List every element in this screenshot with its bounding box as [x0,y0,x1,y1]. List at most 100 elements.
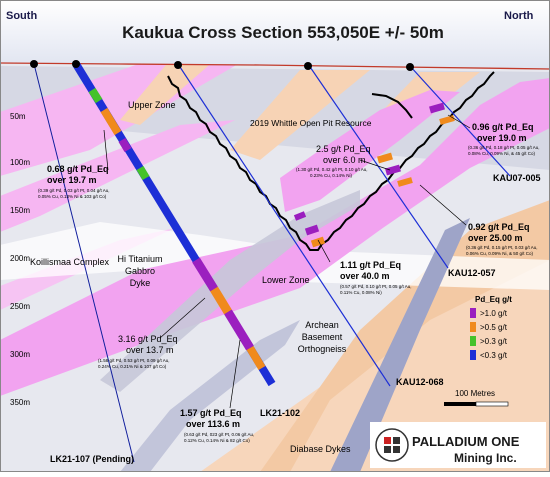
assay-segment [100,107,122,136]
logo-line-2: Mining Inc. [454,451,517,465]
intercept-detail-1: (0.39 g/t Pd, 0.03 g/t Pt, 0.04 g/t Au, [38,188,110,193]
collar-marker [72,60,80,68]
drill-trace-kau12-068 [177,63,391,387]
intercept-width: over 6.0 m [323,155,366,165]
lower-zone-body [0,78,550,396]
open-pit-resource-outline [167,71,495,251]
figure-title: Kaukua Cross Section 553,050E +/- 50m [122,23,444,42]
collar-marker [30,60,38,68]
leader-line [229,339,241,409]
pd-eq-legend: Pd_Eq g/t >1.0 g/t >0.5 g/t >0.3 g/t <0.… [470,295,512,360]
legend-swatch-3 [470,336,476,346]
legend-title: Pd_Eq g/t [475,295,512,304]
archean-label-3: Orthogneiss [298,344,347,354]
intercept-grade: 1.57 g/t Pd_Eq [180,408,242,418]
resource-label: 2019 Whittle Open Pit Resource [250,118,372,128]
intercept-detail-1: (0.57 g/t Pd, 0.10 g/t Pt, 0.05 g/t Au, [340,284,412,289]
intercept-detail-2: 0.11% Cu, 0.08% Ni) [340,290,382,295]
intercept-width: over 19.7 m [47,175,97,185]
koillismaa-label: Koillismaa Complex [30,257,110,267]
hole-label-kau07-005: KAU07-005 [493,173,541,183]
hi-titanium-label-1: Hi Titanium [117,254,162,264]
leader-line [159,297,206,339]
logo-square-icon [393,446,400,453]
intercept-width: over 113.6 m [186,419,240,429]
assay-segment [210,286,232,315]
intercept-detail-2: 0.06% Cu, 0.09% Ni, & 50 g/t Co) [466,251,534,256]
depth-label-100m: 100m [10,158,30,167]
depth-axis: 50m 100m 150m 200m 250m 300m 350m [10,112,30,407]
diabase-label: Diabase Dykes [290,444,351,454]
intercept-0-92: 0.92 g/t Pd_Eq over 25.00 m (0.36 g/t Pd… [466,222,538,256]
upper-zone-label-1: Upper Zone [128,100,176,110]
intercept-detail-2: 0.08% Cu, 0.09% Ni, & 45 g/t Co) [468,151,536,156]
leader-line [317,239,331,263]
assay-tick [310,236,326,248]
diabase-dyke-2 [330,218,470,472]
collar-marker [406,63,414,71]
assay-segment [246,345,266,371]
assay-segment [118,137,132,153]
drill-trace-1 [33,63,135,463]
peach-band-1 [120,63,215,125]
legend-label-1: >1.0 g/t [480,309,508,318]
pit-shell-line [167,71,495,251]
assay-segment [88,87,103,104]
hole-label-lk21-102: LK21-102 [260,408,300,418]
assay-tick [377,152,393,164]
drill-trace-lk21-107 [33,63,135,463]
hole-label-lk21-107: LK21-107 (Pending) [50,454,134,464]
intercept-detail-1: (0.36 g/t Pd, 0.15 g/t Pt, 0.03 g/t Au, [466,245,538,250]
assay-tick [293,211,307,221]
intercept-1-57: 1.57 g/t Pd_Eq over 113.6 m (0.63 g/t Pd… [180,408,254,443]
sky-band [0,0,550,70]
scale-bar: 100 Metres [444,389,509,407]
intercept-width: over 25.00 m [468,233,523,243]
depth-label-150m: 150m [10,206,30,215]
legend-swatch-1 [470,308,476,318]
hole-label-kau12-068: KAU12-068 [396,377,444,387]
intercept-2-5: 2.5 g/t Pd_Eq over 6.0 m (1.30 g/t Pd, 0… [296,144,371,178]
lower-zone-upper-limb [280,90,460,212]
leader-lines [103,114,471,409]
archean-label-2: Basement [302,332,343,342]
intercept-width: over 40.0 m [340,271,390,281]
assay-segment [224,309,254,351]
intercept-width: over 13.7 m [126,345,174,355]
logo-square-icon [393,437,400,444]
leader-line [103,129,109,171]
diabase-dyke-1 [100,190,360,392]
intercept-width: over 19.0 m [477,133,527,143]
upper-zone-lens-2 [0,120,235,232]
assay-tick [429,102,445,114]
intercept-0-96: 0.96 g/t Pd_Eq over 19.0 m (0.36 g/t Pd,… [468,122,540,156]
depth-label-250m: 250m [10,302,30,311]
lower-zone-label: Lower Zone [262,275,310,285]
intercept-0-68: 0.68 g/t Pd_Eq over 19.7 m (0.39 g/t Pd,… [38,164,110,199]
peach-band-2 [230,70,370,160]
legend-swatch-4 [470,350,476,360]
logo-line-1: PALLADIUM ONE [412,434,520,449]
leader-line [447,114,471,129]
legend-label-2: >0.5 g/t [480,323,508,332]
assay-segment [192,257,218,292]
depth-label-300m: 300m [10,350,30,359]
legend-label-4: <0.3 g/t [480,351,508,360]
intercept-detail-2: 0.12% Cu, 0.14% Ni & 82 g/t Co) [184,438,250,443]
assay-ticks [293,102,455,248]
assay-tick [397,177,413,187]
depth-label-200m: 200m [10,254,30,263]
leader-line [359,159,391,171]
intercept-detail-1: (1.58 g/t Pd, 0.53 g/t Pt, 0.09 g/t Au, [98,358,170,363]
archean-label-1: Archean [305,320,339,330]
logo-square-icon [384,437,391,444]
palladium-one-logo: PALLADIUM ONE Mining Inc. [370,422,546,468]
intercept-detail-1: (0.36 g/t Pd, 0.18 g/t Pt, 0.05 g/t Au, [468,145,540,150]
depth-label-350m: 350m [10,398,30,407]
scale-bar-segment [475,401,509,407]
intercept-3-16: 3.16 g/t Pd_Eq over 13.7 m (1.58 g/t Pd,… [98,334,178,369]
intercept-grade: 0.68 g/t Pd_Eq [47,164,109,174]
assay-segments-lk21-102 [88,87,266,371]
